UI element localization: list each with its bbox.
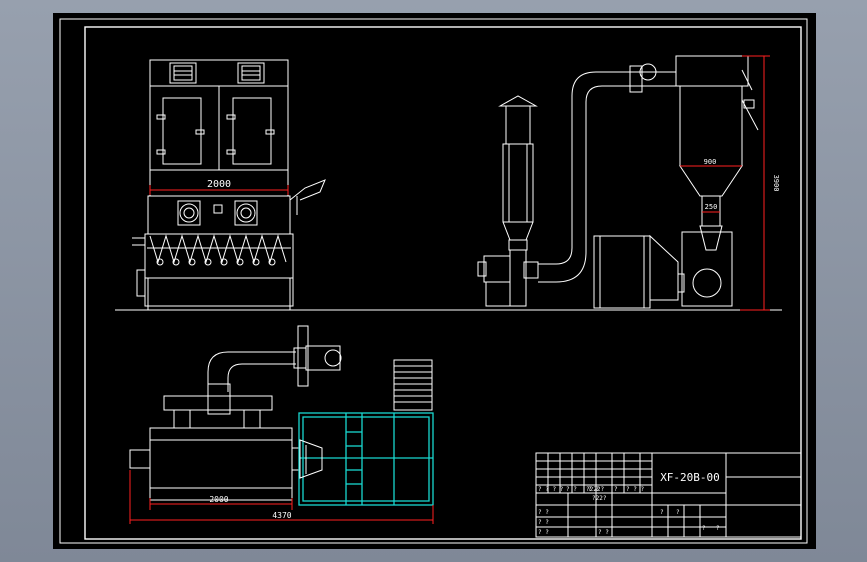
- plan-total-label: 4370: [272, 511, 291, 520]
- sign-row-cell: ?: [614, 486, 618, 493]
- side-dimensions: [680, 55, 770, 311]
- front-view: [132, 59, 326, 310]
- cell-label: ?222?: [586, 486, 604, 493]
- plan-length-label: 2000: [209, 495, 228, 504]
- side-view: [477, 55, 759, 309]
- right-row-label: ?: [676, 509, 680, 516]
- feeder-hopper-plan: [299, 439, 323, 479]
- overall-height-label: 3900: [772, 175, 780, 192]
- drawing-number: XF-20B-00: [660, 471, 720, 484]
- left-row-label: ? ?: [538, 529, 549, 536]
- plan-view: [129, 325, 433, 501]
- highlighted-platform[interactable]: [298, 412, 434, 506]
- cell-label: ?22?: [592, 495, 607, 502]
- plan-dimensions: [129, 470, 434, 524]
- right-row-label: ?: [660, 509, 664, 516]
- left-row-label: ? ?: [538, 519, 549, 526]
- drawing-sheet[interactable]: [53, 13, 816, 549]
- inner-frame: [84, 26, 802, 540]
- front-width-dimension: 2000: [149, 179, 289, 195]
- outer-border: [59, 18, 808, 544]
- sign-row-cell: ? ? ? ?: [538, 486, 564, 493]
- sign-row-cell: ? ?: [566, 486, 577, 493]
- sign-row-cell: ? ?: [588, 486, 599, 493]
- title-block-labels: ? ? ? ? ? ? ? ? ? ? ? ? ?222? ?22? ? ? ?…: [538, 486, 720, 536]
- front-width-label: 2000: [207, 179, 231, 190]
- right-row-label: ?: [716, 525, 720, 532]
- left-row-label: ? ?: [538, 509, 549, 516]
- title-block: [535, 452, 802, 538]
- right-row-label: ?: [702, 525, 706, 532]
- cyclone-diameter-label: 900: [704, 158, 717, 166]
- sign-row-cell: ? ? ?: [626, 486, 644, 493]
- left-row-label: ? ?: [598, 529, 609, 536]
- outlet-size-label: 250: [705, 203, 718, 211]
